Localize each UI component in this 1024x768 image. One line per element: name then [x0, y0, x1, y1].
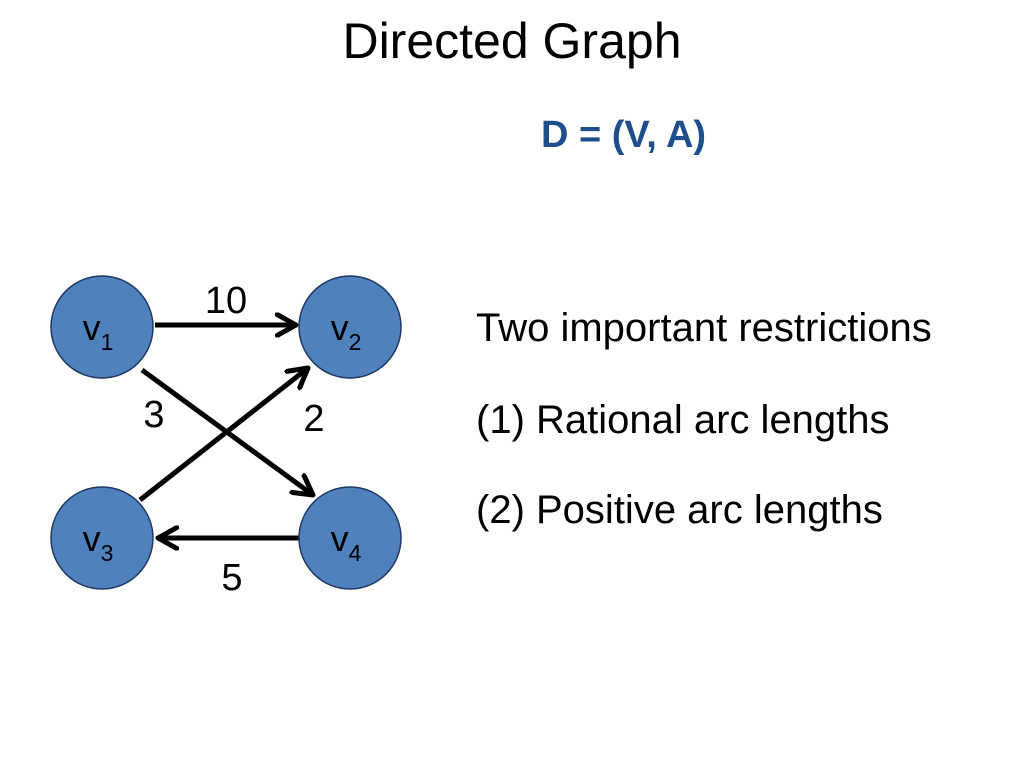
svg-text:v4: v4: [331, 518, 362, 566]
arc-length-v3-v2: 2: [303, 398, 324, 440]
node-v4: v4: [298, 486, 402, 590]
node-v2-subscript: 2: [349, 329, 362, 355]
node-v4-label: v: [331, 518, 349, 559]
node-v3: v3: [50, 486, 154, 590]
svg-text:v2: v2: [331, 307, 362, 355]
restriction-rational: (1) Rational arc lengths: [476, 398, 890, 442]
svg-text:v3: v3: [83, 518, 114, 566]
svg-text:v1: v1: [83, 307, 114, 355]
arc-length-v1-v4: 3: [143, 394, 164, 436]
restriction-positive: (2) Positive arc lengths: [476, 488, 883, 532]
node-v1-subscript: 1: [101, 329, 114, 355]
node-v2-label: v: [331, 307, 349, 348]
slide-title: Directed Graph: [342, 13, 682, 69]
restrictions-heading: Two important restrictions: [476, 306, 932, 350]
arc-length-v4-v3: 5: [221, 557, 242, 599]
node-v1: v1: [50, 275, 154, 379]
arc-v3-v2: [138, 368, 308, 502]
node-v2: v2: [298, 275, 402, 379]
graph-definition: D = (V, A): [541, 114, 707, 156]
node-v3-subscript: 3: [101, 540, 114, 566]
arc-length-v1-v2: 10: [205, 280, 247, 322]
node-v1-label: v: [83, 307, 101, 348]
node-v4-subscript: 4: [349, 540, 362, 566]
node-v3-label: v: [83, 518, 101, 559]
